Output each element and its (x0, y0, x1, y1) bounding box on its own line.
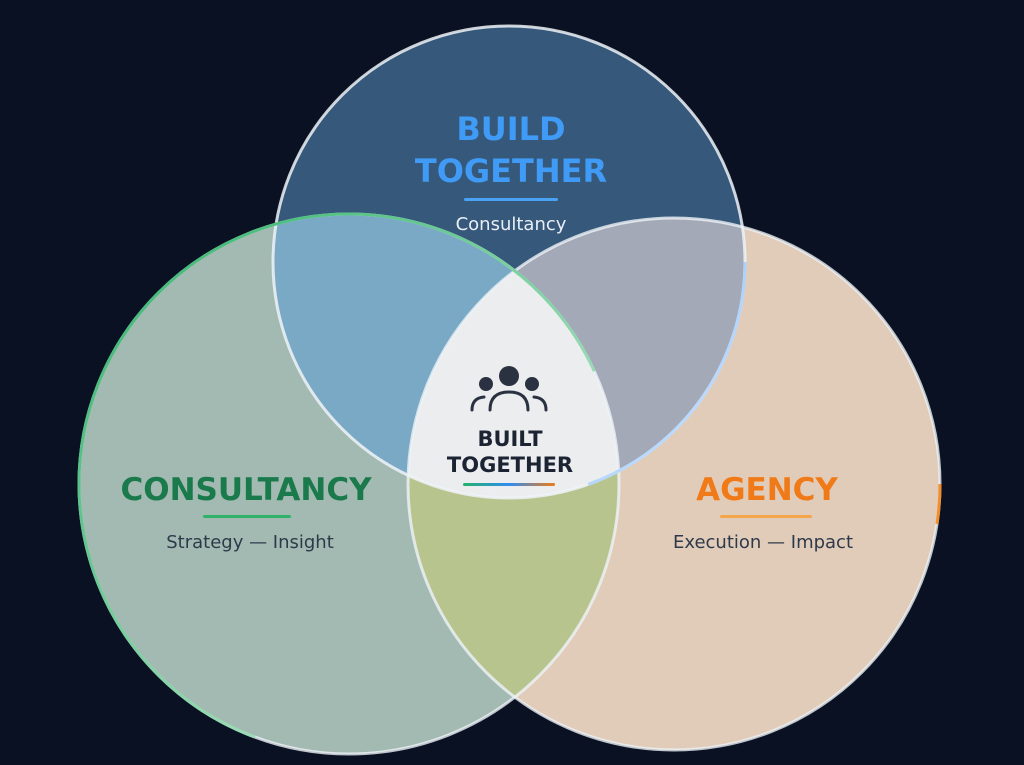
consultancy-underline (203, 515, 291, 518)
team-icon (470, 366, 548, 412)
build-subtitle: Consultancy (456, 214, 567, 235)
build-underline (464, 198, 558, 201)
build-outline (271, 24, 747, 500)
center-overlap (408, 218, 619, 498)
build-title-line2: TOGETHER (415, 152, 607, 190)
consultancy-subtitle: Strategy — Insight (166, 532, 334, 553)
agency-outline (406, 216, 942, 752)
agency-subtitle: Execution — Impact (673, 532, 853, 553)
center-title-line1: BUILT (477, 427, 543, 451)
consultancy-title: CONSULTANCY (120, 472, 372, 508)
center-underline (463, 483, 555, 486)
agency-underline (720, 515, 812, 518)
agency-title: AGENCY (696, 472, 838, 508)
build-title-line1: BUILD (456, 110, 565, 148)
consultancy-outline (77, 212, 621, 756)
center-title-line2: TOGETHER (447, 453, 573, 477)
